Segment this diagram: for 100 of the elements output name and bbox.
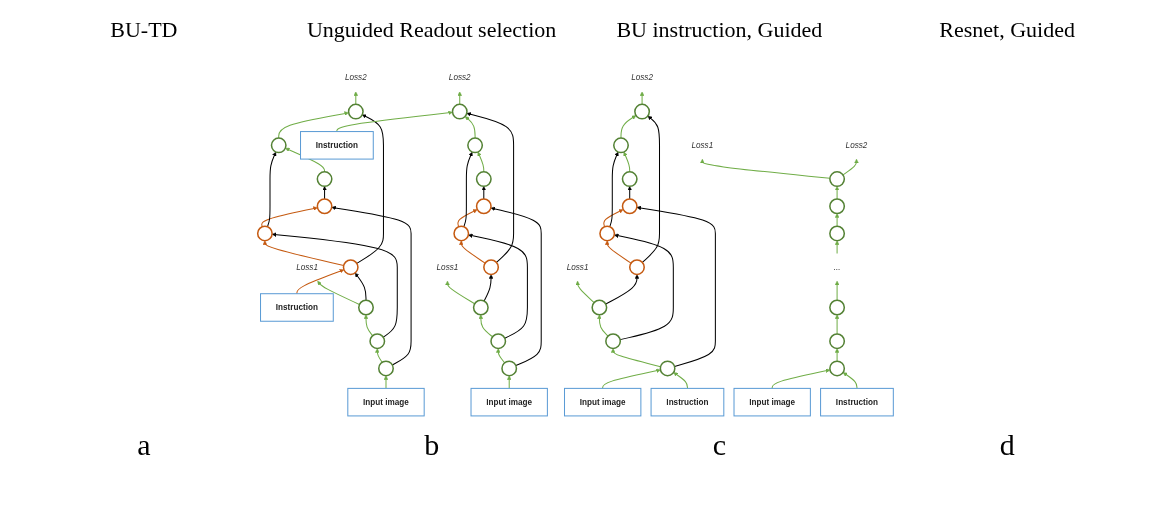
node-circle xyxy=(829,299,846,316)
arrow xyxy=(278,111,349,139)
node-text: Loss1 xyxy=(296,262,318,272)
arrow xyxy=(834,348,840,362)
arrow xyxy=(464,116,476,139)
arrow xyxy=(353,91,359,105)
node-text: Loss2 xyxy=(631,73,653,82)
arrow xyxy=(605,274,640,305)
node-circle xyxy=(453,225,470,242)
node-text: Loss1 xyxy=(691,140,714,150)
node-circle xyxy=(621,171,638,188)
arrow xyxy=(445,280,476,305)
arrow xyxy=(673,372,688,389)
node-circle xyxy=(659,360,676,377)
arrow xyxy=(771,368,831,389)
node-circle xyxy=(270,137,287,154)
arrow xyxy=(614,233,674,341)
node-circle xyxy=(475,171,492,188)
node-box: Instruction xyxy=(650,387,725,417)
panel-letter: a xyxy=(136,428,152,462)
arrow xyxy=(457,209,478,228)
arrow xyxy=(842,158,859,176)
arrow xyxy=(356,114,384,264)
node-circle xyxy=(475,198,492,215)
node-circle xyxy=(605,333,622,350)
arrow xyxy=(834,280,840,301)
node-circle xyxy=(621,198,638,215)
arrow xyxy=(627,186,632,200)
arrow xyxy=(481,186,487,200)
node-circle xyxy=(829,171,846,188)
arrow xyxy=(336,110,453,133)
node-circle xyxy=(472,299,489,316)
node-circle xyxy=(316,198,333,215)
node-text: Loss1 xyxy=(566,262,589,272)
arrow xyxy=(834,240,840,254)
node-circle xyxy=(829,333,846,350)
arrow xyxy=(271,232,398,338)
node-circle xyxy=(634,103,651,120)
node-circle xyxy=(316,171,333,188)
node-box: Input image xyxy=(564,387,642,417)
arrow xyxy=(597,314,609,337)
panel-letter: b xyxy=(423,428,441,462)
node-text: ... xyxy=(833,262,841,272)
arrow xyxy=(296,269,345,295)
arrow xyxy=(610,348,662,368)
arrow xyxy=(620,115,637,139)
node-text: Loss2 xyxy=(344,73,367,82)
arrow xyxy=(478,314,494,338)
arrow xyxy=(331,205,412,366)
arrow xyxy=(609,151,619,228)
arrow xyxy=(604,240,632,264)
arrow xyxy=(266,151,277,228)
arrow xyxy=(623,151,631,173)
arrow xyxy=(483,274,494,302)
panel-title: Resnet, Guided xyxy=(938,17,1076,43)
arrow xyxy=(602,368,661,389)
node-circle xyxy=(613,137,629,154)
arrow xyxy=(322,186,327,200)
arrow xyxy=(496,348,506,364)
panel-title: Unguided Readout selection xyxy=(306,17,558,43)
arrow xyxy=(466,112,515,263)
arrow xyxy=(383,375,389,389)
panel-title: BU-TD xyxy=(109,17,179,43)
node-box: Input image xyxy=(347,387,425,417)
arrow xyxy=(641,115,660,263)
arrow xyxy=(506,375,512,389)
arrow xyxy=(639,91,645,105)
arrow xyxy=(490,206,542,367)
arrow xyxy=(636,205,716,367)
node-circle xyxy=(599,225,616,242)
node-box: Instruction xyxy=(300,131,374,160)
node-box: Input image xyxy=(733,387,811,417)
node-circle xyxy=(591,299,608,316)
panel-letter: d xyxy=(998,428,1016,462)
arrow xyxy=(262,240,345,267)
node-circle xyxy=(347,103,364,120)
node-box: Instruction xyxy=(260,293,334,322)
arrow xyxy=(317,280,360,305)
arrow xyxy=(603,209,624,228)
node-text: Loss2 xyxy=(448,73,471,82)
node-circle xyxy=(629,259,645,276)
node-circle xyxy=(451,103,468,120)
node-circle xyxy=(378,360,394,377)
node-circle xyxy=(829,198,846,215)
arrow xyxy=(700,158,831,179)
arrow xyxy=(575,280,595,304)
arrow xyxy=(375,348,383,363)
node-circle xyxy=(256,225,273,242)
node-circle xyxy=(483,259,500,276)
node-circle xyxy=(829,360,846,377)
arrow xyxy=(457,91,462,105)
panel-letter: c xyxy=(711,428,728,462)
node-circle xyxy=(501,360,518,377)
node-circle xyxy=(369,333,386,350)
node-circle xyxy=(342,259,359,276)
arrow xyxy=(834,213,840,227)
arrow xyxy=(842,372,858,389)
arrow xyxy=(834,186,840,200)
node-circle xyxy=(829,225,846,242)
arrow xyxy=(363,314,374,337)
